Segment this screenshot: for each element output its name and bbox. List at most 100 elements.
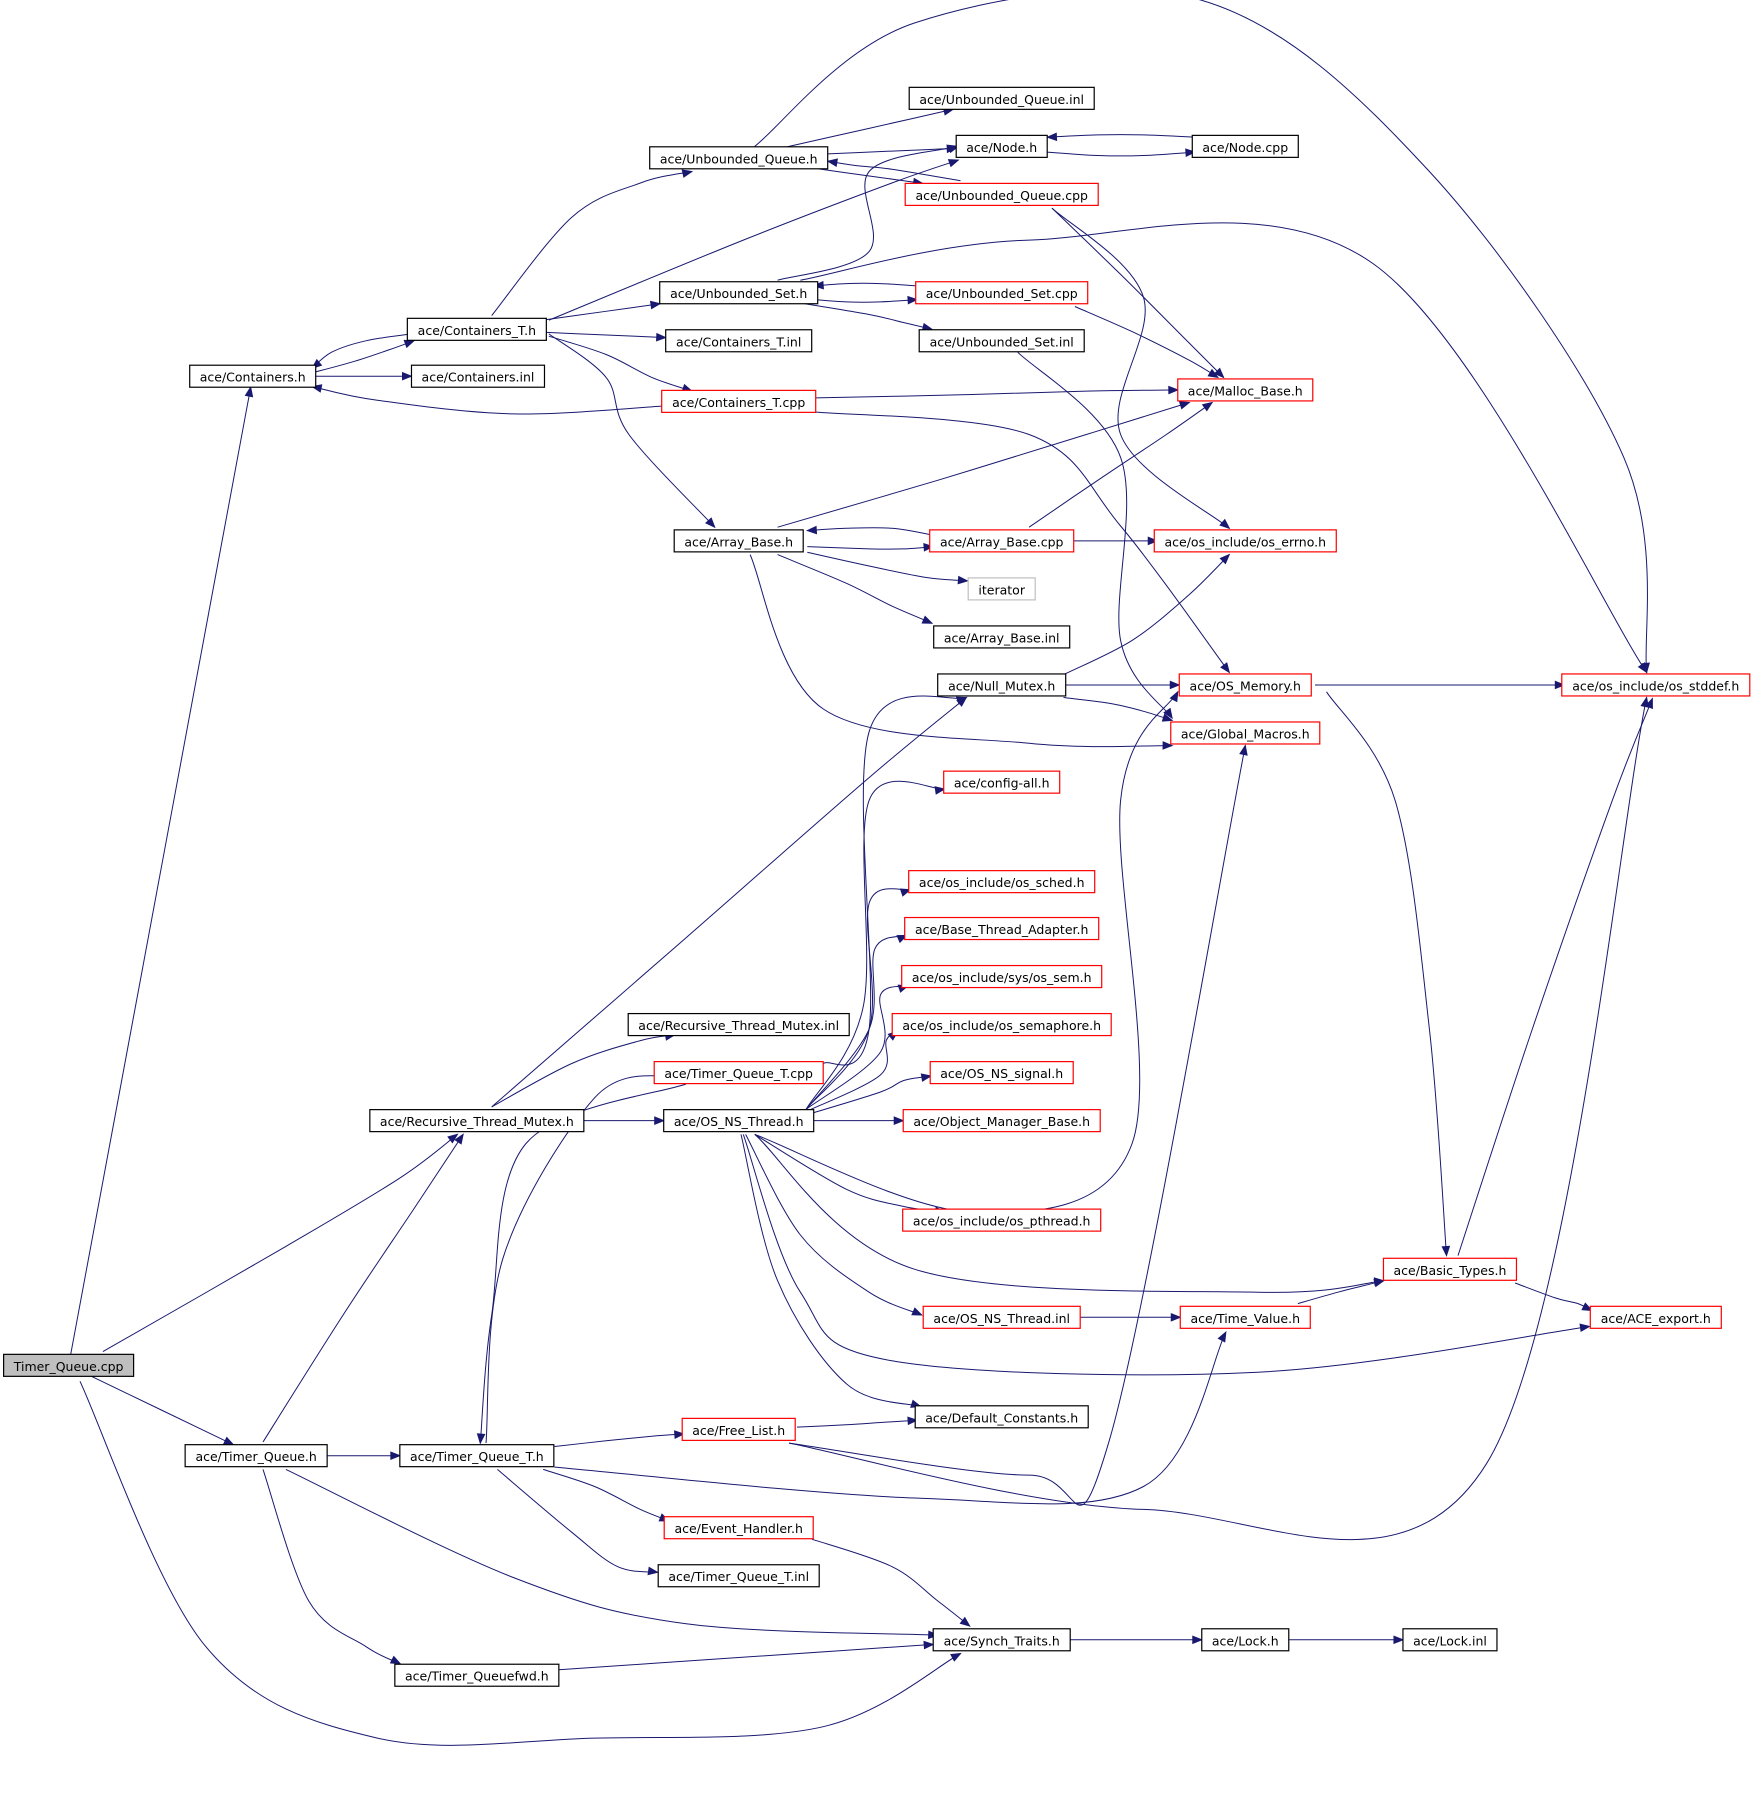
node-unbounded-queue-inl[interactable]: ace/Unbounded_Queue.inl [908,86,1095,110]
node-malloc-base-h[interactable]: ace/Malloc_Base.h [1177,378,1314,402]
node-lock-h[interactable]: ace/Lock.h [1201,1628,1290,1652]
edge-unbounded-set-h-to-os-stddef-h [800,222,1648,674]
node-os-memory-h[interactable]: ace/OS_Memory.h [1178,673,1312,697]
edge-recursive-thread-mutex-h-to-recursive-thread-mutex-inl [491,1032,676,1108]
node-time-value-h[interactable]: ace/Time_Value.h [1179,1305,1311,1329]
node-node-h[interactable]: ace/Node.h [955,134,1048,158]
node-containers-inl[interactable]: ace/Containers.inl [410,364,546,388]
arrow-head-icon [1169,690,1179,703]
edge-line [827,160,961,182]
edge-line [822,695,967,1066]
arrow-head-icon [911,1307,923,1316]
node-label: ace/Timer_Queue_T.inl [668,1569,809,1584]
edge-line [740,1134,921,1407]
edge-lock-h-to-lock-inl [1288,1635,1405,1645]
node-os-sched-h[interactable]: ace/os_include/os_sched.h [908,870,1096,894]
edge-timer-queue-cpp-to-synch-traits-h [79,1381,962,1746]
node-os-sem-h[interactable]: ace/os_include/sys/os_sem.h [901,964,1103,989]
node-unbounded-queue-h[interactable]: ace/Unbounded_Queue.h [649,146,829,170]
node-timer-queue-h[interactable]: ace/Timer_Queue.h [184,1444,328,1468]
node-lock-inl[interactable]: ace/Lock.inl [1402,1628,1498,1652]
node-os-errno-h[interactable]: ace/os_include/os_errno.h [1153,529,1337,553]
node-containers-t-inl[interactable]: ace/Containers_T.inl [665,329,813,353]
node-containers-t-h[interactable]: ace/Containers_T.h [406,317,547,341]
edge-containers-t-cpp-to-malloc-base-h [815,385,1180,399]
node-label: ace/Unbounded_Set.cpp [926,286,1078,301]
node-unbounded-set-h[interactable]: ace/Unbounded_Set.h [659,281,819,305]
node-box [406,317,547,341]
node-ace-export-h[interactable]: ace/ACE_export.h [1589,1305,1722,1329]
edge-unbounded-queue-h-to-os-stddef-h [754,0,1650,674]
node-event-handler-h[interactable]: ace/Event_Handler.h [663,1516,814,1540]
node-box [902,1109,1101,1133]
node-label: ace/Base_Thread_Adapter.h [915,922,1088,937]
arrow-head-icon [934,786,946,795]
edge-unbounded-set-cpp-to-unbounded-set-h [812,280,918,290]
node-timer-queue-t-inl[interactable]: ace/Timer_Queue_T.inl [657,1564,820,1588]
edge-line [285,1468,938,1636]
node-os-pthread-h[interactable]: ace/os_include/os_pthread.h [902,1208,1102,1232]
edge-line [814,282,918,287]
edge-line [1074,306,1219,378]
node-free-list-h[interactable]: ace/Free_List.h [681,1417,796,1441]
node-timer-queue-cpp[interactable]: Timer_Queue.cpp [3,1353,135,1377]
node-label: Timer_Queue.cpp [13,1359,124,1374]
node-iterator[interactable]: iterator [967,577,1036,601]
node-box [937,673,1067,697]
node-node-cpp[interactable]: ace/Node.cpp [1191,134,1299,158]
node-timer-queue-t-h[interactable]: ace/Timer_Queue_T.h [399,1444,555,1468]
node-containers-h[interactable]: ace/Containers.h [189,364,317,388]
arrow-head-icon [1640,696,1649,708]
arrow-head-icon [1239,744,1248,756]
arrow-head-icon [1213,367,1225,379]
node-unbounded-queue-cpp[interactable]: ace/Unbounded_Queue.cpp [904,182,1099,206]
edge-unbounded-set-h-to-unbounded-set-cpp [814,295,919,305]
node-basic-types-h[interactable]: ace/Basic_Types.h [1382,1257,1518,1281]
node-array-base-h[interactable]: ace/Array_Base.h [673,529,804,553]
edge-line [814,299,918,303]
node-array-base-inl[interactable]: ace/Array_Base.inl [933,625,1071,649]
edge-line [1051,207,1224,378]
node-base-thread-adapter-h[interactable]: ace/Base_Thread_Adapter.h [904,916,1100,941]
node-box [189,364,317,388]
edge-line [754,0,1648,673]
edge-array-base-cpp-to-array-base-h [805,525,934,536]
arrow-head-icon [390,1451,402,1461]
node-os-semaphore-h[interactable]: ace/os_include/os_semaphore.h [891,1012,1112,1037]
node-object-manager-base-h[interactable]: ace/Object_Manager_Base.h [902,1109,1101,1133]
node-label: ace/Timer_Queue.h [195,1449,316,1464]
edge-line [491,697,967,1108]
node-global-macros-h[interactable]: ace/Global_Macros.h [1170,721,1321,745]
node-default-constants-h[interactable]: ace/Default_Constants.h [914,1405,1089,1429]
edge-os-ns-thread-h-to-os-ns-signal-h [806,1073,933,1116]
node-os-stddef-h[interactable]: ace/os_include/os_stddef.h [1561,673,1751,697]
node-box [1402,1628,1498,1652]
node-null-mutex-h[interactable]: ace/Null_Mutex.h [937,673,1067,697]
node-recursive-thread-mutex-h[interactable]: ace/Recursive_Thread_Mutex.h [369,1109,585,1133]
node-os-ns-thread-h[interactable]: ace/OS_NS_Thread.h [663,1109,815,1133]
edge-line [777,402,1190,528]
node-unbounded-set-cpp[interactable]: ace/Unbounded_Set.cpp [915,281,1089,305]
node-synch-traits-h[interactable]: ace/Synch_Traits.h [932,1628,1071,1652]
edge-line [807,546,934,550]
node-recursive-thread-mutex-inl[interactable]: ace/Recursive_Thread_Mutex.inl [627,1012,850,1037]
edge-containers-h-to-containers-inl [315,371,413,381]
node-label: ace/Unbounded_Queue.h [660,151,818,166]
edge-line [749,554,1173,748]
node-config-all-h[interactable]: ace/config-all.h [943,770,1061,794]
arrow-head-icon [674,1430,686,1439]
edge-timer-queue-cpp-to-recursive-thread-mutex-h [102,1133,459,1353]
node-array-base-cpp[interactable]: ace/Array_Base.cpp [929,529,1075,553]
node-timer-queuefwd-h[interactable]: ace/Timer_Queuefwd.h [394,1663,560,1687]
node-timer-queue-t-cpp[interactable]: ace/Timer_Queue_T.cpp [653,1061,824,1085]
node-unbounded-set-inl[interactable]: ace/Unbounded_Set.inl [918,329,1085,353]
node-os-ns-signal-h[interactable]: ace/OS_NS_signal.h [929,1061,1074,1085]
node-containers-t-cpp[interactable]: ace/Containers_T.cpp [661,389,817,413]
edge-line [312,386,666,415]
edge-line [1028,402,1213,528]
edge-line [806,1075,931,1116]
node-os-ns-thread-inl[interactable]: ace/OS_NS_Thread.inl [922,1305,1081,1329]
arrow-head-icon [1162,741,1174,750]
edge-os-memory-h-to-os-stddef-h [1314,680,1566,690]
node-label: ace/Unbounded_Queue.cpp [915,188,1088,203]
